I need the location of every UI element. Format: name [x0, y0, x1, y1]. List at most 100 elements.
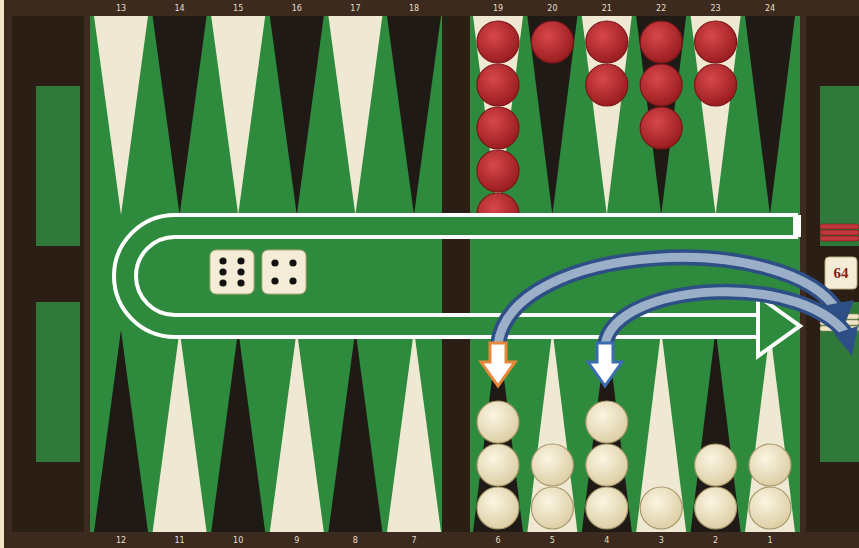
tray-panel [36, 302, 80, 462]
point-triangle [270, 16, 324, 215]
left-tray [12, 16, 84, 532]
point-number: 11 [175, 536, 185, 545]
die-pip [219, 268, 226, 275]
point-number: 16 [292, 4, 302, 13]
point-triangle [527, 16, 577, 215]
point-number: 4 [604, 536, 609, 545]
point-number: 5 [550, 536, 555, 545]
point-triangle [94, 330, 148, 532]
point-number: 6 [495, 536, 500, 545]
die-pip [219, 257, 226, 264]
point-number: 20 [547, 4, 557, 13]
white-checker [477, 444, 519, 486]
point-triangle [636, 16, 686, 215]
borne-off-checker [820, 224, 859, 229]
die-pip [237, 268, 244, 275]
point-triangle [527, 330, 577, 532]
red-checker [477, 64, 519, 106]
move-arrow [605, 292, 850, 345]
die-pip [237, 279, 244, 286]
white-checker [531, 487, 573, 529]
point-triangle [153, 330, 207, 532]
die-pip [237, 257, 244, 264]
pick-arrow [481, 343, 515, 386]
red-checker [477, 107, 519, 149]
point-number: 14 [175, 4, 185, 13]
point-triangle [211, 16, 265, 215]
die [262, 250, 306, 294]
point-triangle [94, 16, 148, 215]
die-pip [271, 277, 278, 284]
die-pip [289, 259, 296, 266]
white-checker [477, 487, 519, 529]
point-number: 21 [602, 4, 612, 13]
point-number: 12 [116, 536, 126, 545]
white-checker [586, 487, 628, 529]
point-triangle [745, 330, 795, 532]
point-triangle [473, 16, 523, 215]
board-frame [4, 0, 859, 548]
die-pip [289, 277, 296, 284]
red-checker [531, 21, 573, 63]
die-pip [219, 279, 226, 286]
point-triangle [691, 330, 741, 532]
red-checker [640, 21, 682, 63]
cube-value: 64 [834, 265, 849, 282]
point-number: 18 [409, 4, 419, 13]
point-number: 3 [659, 536, 664, 545]
point-triangle [582, 16, 632, 215]
point-number: 7 [411, 536, 416, 545]
red-checker [586, 21, 628, 63]
pick-arrow [588, 343, 622, 386]
point-triangle [473, 330, 523, 532]
die [210, 250, 254, 294]
point-number: 22 [656, 4, 666, 13]
point-number: 24 [765, 4, 775, 13]
point-number: 8 [353, 536, 358, 545]
right-tray [806, 16, 859, 532]
tray-panel [820, 86, 859, 246]
point-triangle [745, 16, 795, 215]
point-triangle [270, 330, 324, 532]
right-field [470, 16, 800, 532]
point-number: 1 [767, 536, 772, 545]
point-number: 15 [233, 4, 243, 13]
point-number: 9 [294, 536, 299, 545]
point-triangle [636, 330, 686, 532]
direction-path [125, 226, 800, 326]
point-number: 23 [711, 4, 721, 13]
red-checker [640, 64, 682, 106]
bar [442, 16, 470, 532]
borne-off-checker [820, 236, 859, 241]
point-triangle [328, 16, 382, 215]
point-number: 2 [713, 536, 718, 545]
point-triangle [153, 16, 207, 215]
white-checker [695, 444, 737, 486]
red-checker [640, 107, 682, 149]
tray-panel [36, 86, 80, 246]
left-field [90, 16, 442, 532]
doubling-cube [825, 257, 857, 289]
borne-off-checker [820, 230, 859, 235]
die-pip [271, 259, 278, 266]
point-number: 19 [493, 4, 503, 13]
point-triangle [387, 330, 441, 532]
direction-path [793, 215, 801, 237]
red-checker [695, 64, 737, 106]
red-checker [477, 150, 519, 192]
point-triangle [328, 330, 382, 532]
white-checker [640, 487, 682, 529]
white-checker [749, 444, 791, 486]
point-number: 10 [233, 536, 243, 545]
point-triangle [582, 330, 632, 532]
direction-path [125, 226, 798, 326]
move-arrowhead [834, 326, 858, 356]
point-triangle [691, 16, 741, 215]
white-checker [586, 401, 628, 443]
point-triangle [387, 16, 441, 215]
point-number: 17 [350, 4, 360, 13]
red-checker [477, 21, 519, 63]
